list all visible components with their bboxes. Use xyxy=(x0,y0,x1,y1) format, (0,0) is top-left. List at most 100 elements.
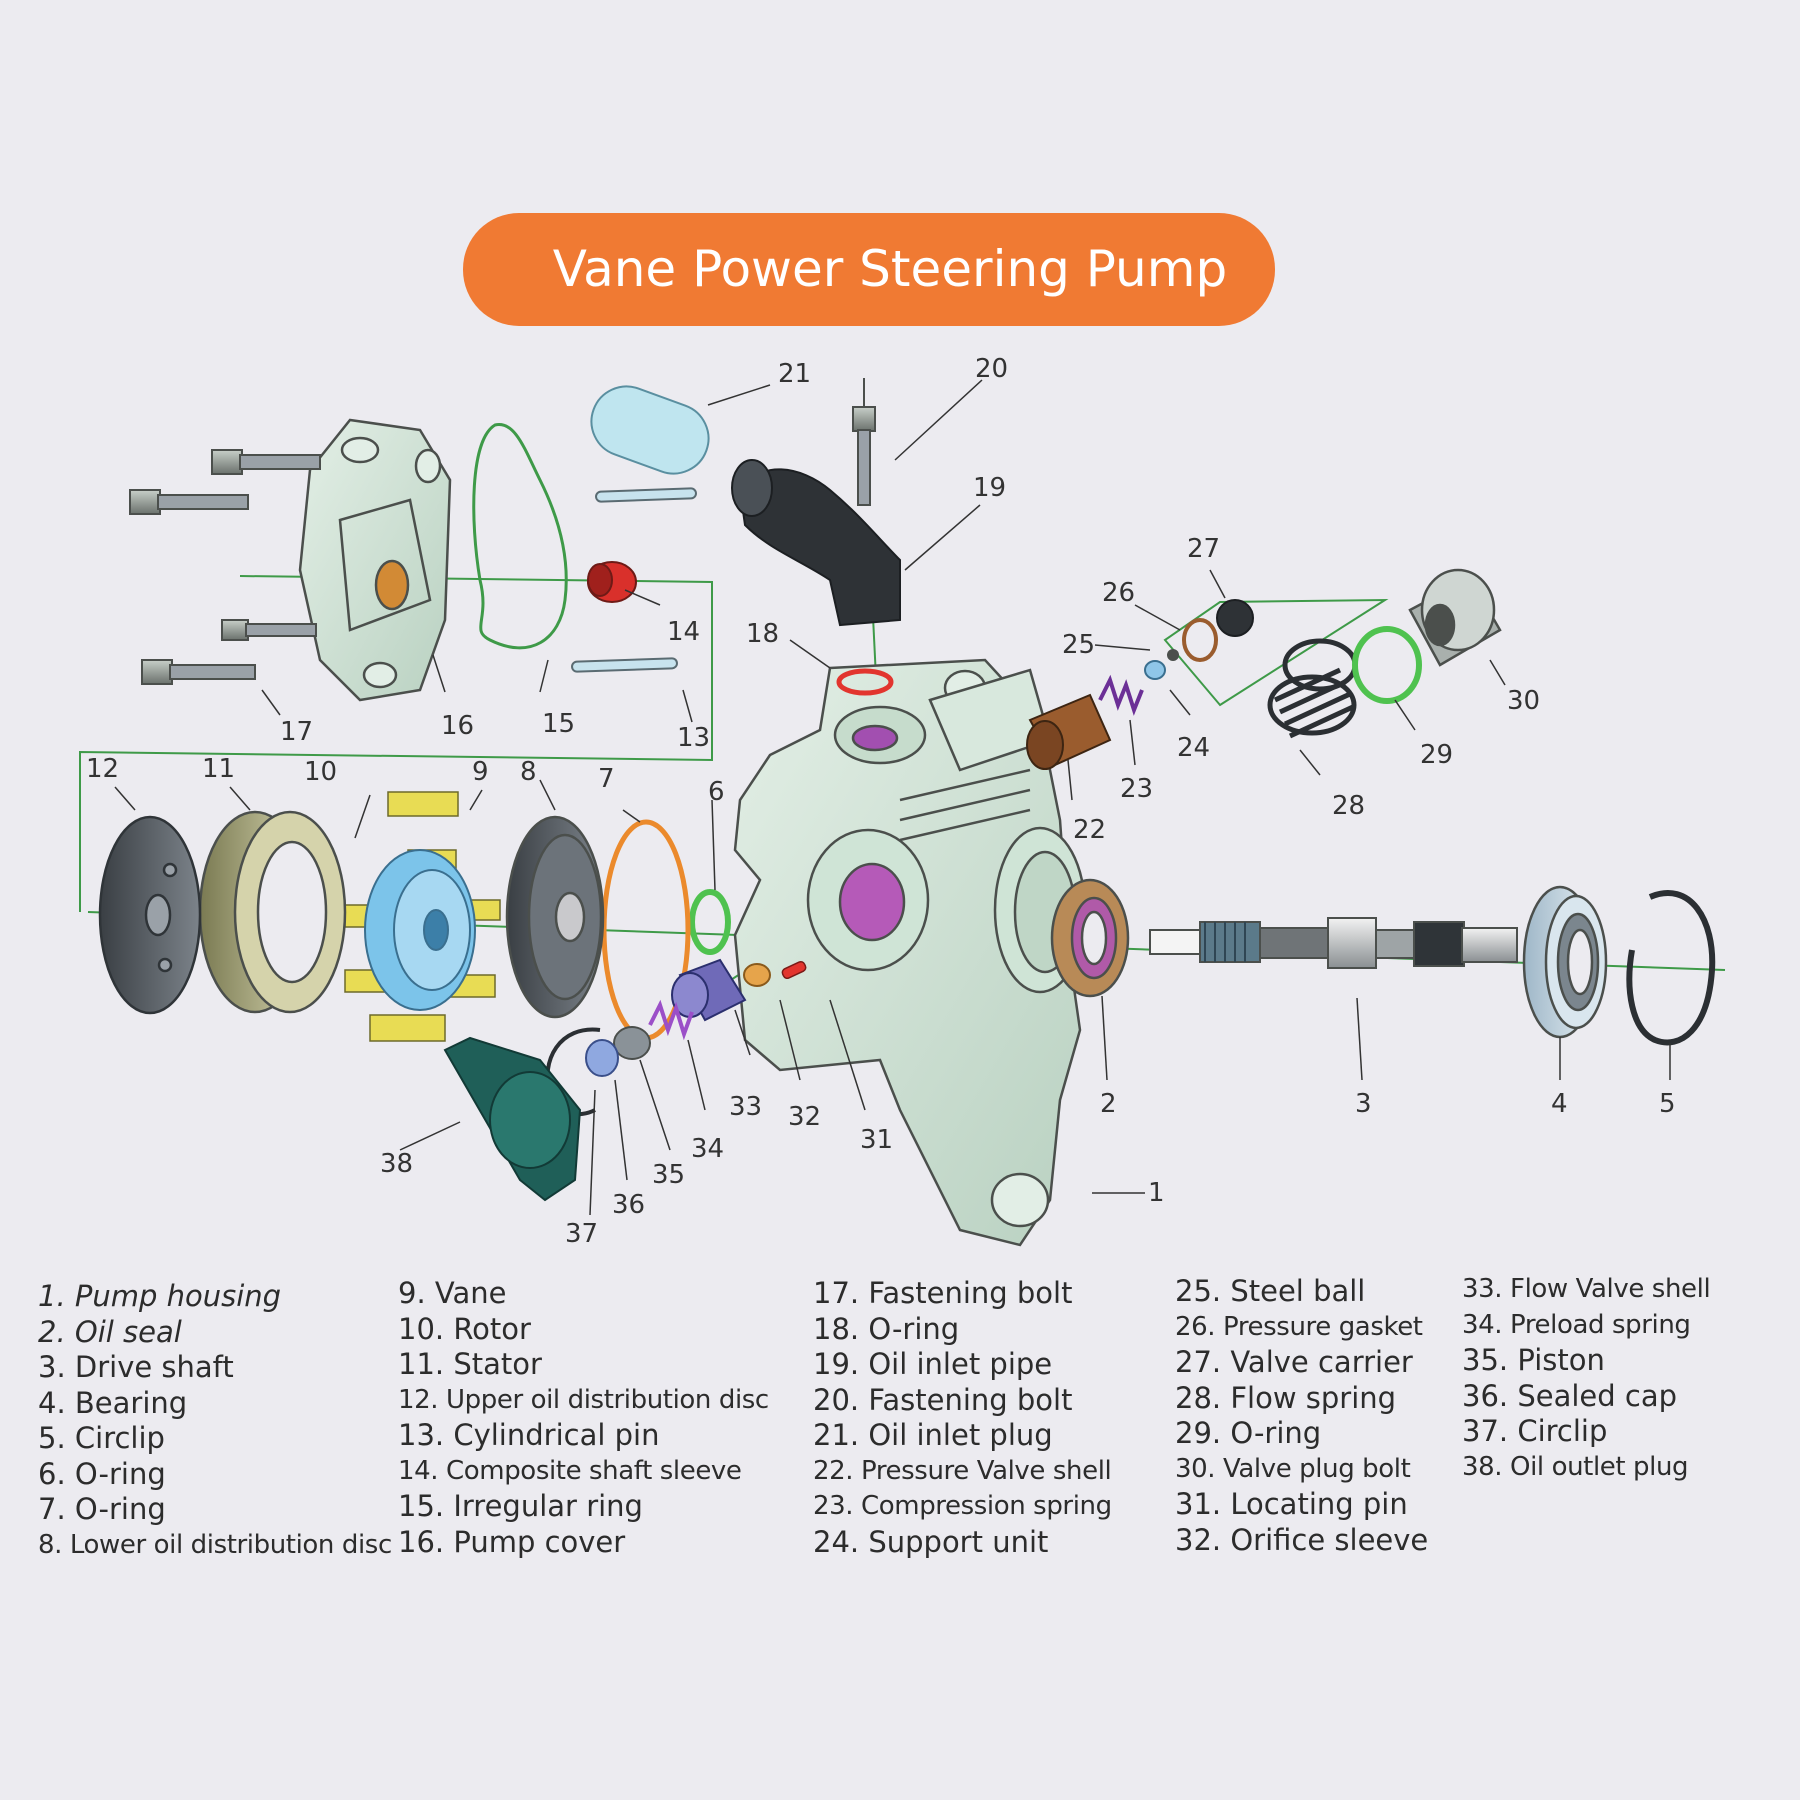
legend-item: 15. Irregular ring xyxy=(398,1489,643,1523)
legend-item: 19. Oil inlet pipe xyxy=(813,1347,1053,1381)
legend-item: 4. Bearing xyxy=(38,1385,188,1420)
legend-item: 18. O-ring xyxy=(813,1311,960,1346)
callout-12: 12 xyxy=(86,754,119,784)
callout-31: 31 xyxy=(860,1125,893,1155)
legend-item: 3. Drive shaft xyxy=(38,1350,234,1384)
oil-outlet-plug xyxy=(443,1036,582,1202)
callout-33: 33 xyxy=(729,1092,762,1122)
callout-18: 18 xyxy=(746,619,779,649)
callout-2: 2 xyxy=(1100,1089,1117,1119)
legend-item: 37. Circlip xyxy=(1462,1414,1608,1448)
stator xyxy=(198,810,347,1014)
legend-item: 25. Steel ball xyxy=(1175,1274,1366,1308)
legend-item: 38. Oil outlet plug xyxy=(1462,1451,1689,1482)
legend-item: 6. O-ring xyxy=(38,1456,166,1491)
upper-oil-distribution-disc xyxy=(98,815,202,1015)
callout-24: 24 xyxy=(1177,733,1210,763)
legend-item: 29. O-ring xyxy=(1175,1416,1322,1450)
callout-35: 35 xyxy=(652,1160,685,1190)
sealed-cap xyxy=(585,1039,619,1077)
legend-item: 13. Cylindrical pin xyxy=(398,1418,660,1452)
legend-item: 11. Stator xyxy=(398,1347,542,1381)
legend-item: 26. Pressure gasket xyxy=(1175,1311,1423,1342)
callout-6: 6 xyxy=(708,777,725,807)
callout-16: 16 xyxy=(441,711,474,741)
circlip-right xyxy=(1626,890,1716,1046)
leader-lines xyxy=(114,379,1671,1216)
legend-column-1: 1. Pump housing 2. Oil seal 3. Drive sha… xyxy=(38,1279,392,1563)
support-unit xyxy=(1144,660,1166,680)
composite-shaft-sleeve xyxy=(587,561,637,603)
oil-seal xyxy=(1050,878,1130,998)
legend-item: 8. Lower oil distribution disc xyxy=(38,1529,392,1560)
callout-27: 27 xyxy=(1187,534,1220,564)
pump-housing xyxy=(733,658,1087,1247)
callout-11: 11 xyxy=(202,754,235,784)
legend-item: 2. Oil seal xyxy=(38,1314,182,1349)
callout-3: 3 xyxy=(1355,1089,1372,1119)
legend-column-3: 17. Fastening bolt 18. O-ring 19. Oil in… xyxy=(813,1276,1112,1560)
legend-item: 27. Valve carrier xyxy=(1175,1345,1413,1379)
legend-item: 9. Vane xyxy=(398,1276,507,1310)
oil-inlet-plug xyxy=(590,385,710,475)
legend-item: 16. Pump cover xyxy=(398,1524,626,1559)
callout-36: 36 xyxy=(612,1190,645,1220)
callout-38: 38 xyxy=(380,1149,413,1179)
callout-numbers: 1 2 3 4 5 6 7 8 9 10 11 12 13 14 15 16 1… xyxy=(86,354,1676,1249)
callout-28: 28 xyxy=(1332,791,1365,821)
callout-13: 13 xyxy=(677,723,710,753)
drive-shaft xyxy=(1149,917,1518,969)
callout-32: 32 xyxy=(788,1102,821,1132)
legend-item: 20. Fastening bolt xyxy=(813,1382,1073,1417)
cylindrical-pins xyxy=(571,487,697,673)
legend-item: 28. Flow spring xyxy=(1175,1380,1397,1415)
bearing xyxy=(1522,885,1608,1039)
piston xyxy=(613,1026,651,1060)
pump-cover xyxy=(298,418,452,702)
locating-pin xyxy=(781,960,807,980)
compression-spring xyxy=(1098,674,1144,716)
callout-8: 8 xyxy=(520,757,537,787)
diagram-title: Vane Power Steering Pump xyxy=(553,240,1227,298)
callout-37: 37 xyxy=(565,1219,598,1249)
callout-5: 5 xyxy=(1659,1089,1676,1119)
callout-1: 1 xyxy=(1148,1178,1165,1208)
pressure-gasket xyxy=(1182,618,1218,662)
legend-item: 5. Circlip xyxy=(38,1421,165,1455)
o-ring-18 xyxy=(836,668,894,696)
legend-item: 24. Support unit xyxy=(813,1524,1049,1559)
callout-22: 22 xyxy=(1073,815,1106,845)
callout-30: 30 xyxy=(1507,686,1540,716)
legend-item: 12. Upper oil distribution disc xyxy=(398,1384,769,1415)
o-ring-6 xyxy=(689,889,731,955)
fastening-bolt-20 xyxy=(852,378,876,506)
title-banner: Vane Power Steering Pump xyxy=(463,213,1275,326)
legend-item: 14. Composite shaft sleeve xyxy=(398,1455,742,1486)
title-banner-background xyxy=(463,213,1275,326)
steel-ball xyxy=(1167,649,1179,661)
legend-item: 35. Piston xyxy=(1462,1343,1605,1377)
oil-inlet-pipe xyxy=(731,459,901,627)
legend-item: 31. Locating pin xyxy=(1175,1487,1408,1521)
legend-item: 32. Orifice sleeve xyxy=(1175,1522,1429,1557)
legend-item: 23. Compression spring xyxy=(813,1491,1112,1521)
callout-19: 19 xyxy=(973,473,1006,503)
legend-item: 33. Flow Valve shell xyxy=(1462,1274,1711,1304)
callout-4: 4 xyxy=(1551,1089,1568,1119)
fastening-bolts-17 xyxy=(129,449,321,685)
legend-item: 36. Sealed cap xyxy=(1462,1378,1678,1413)
legend-item: 22. Pressure Valve shell xyxy=(813,1455,1112,1486)
callout-29: 29 xyxy=(1420,740,1453,770)
irregular-ring xyxy=(472,423,568,650)
callout-21: 21 xyxy=(778,359,811,389)
legend-item: 30. Valve plug bolt xyxy=(1175,1453,1411,1484)
lower-oil-distribution-disc xyxy=(505,815,605,1019)
valve-carrier xyxy=(1216,599,1254,637)
callout-9: 9 xyxy=(472,757,489,787)
callout-15: 15 xyxy=(542,709,575,739)
flow-spring xyxy=(1267,638,1358,739)
legend-item: 34. Preload spring xyxy=(1462,1309,1691,1340)
callout-34: 34 xyxy=(691,1134,724,1164)
callout-10: 10 xyxy=(304,757,337,787)
